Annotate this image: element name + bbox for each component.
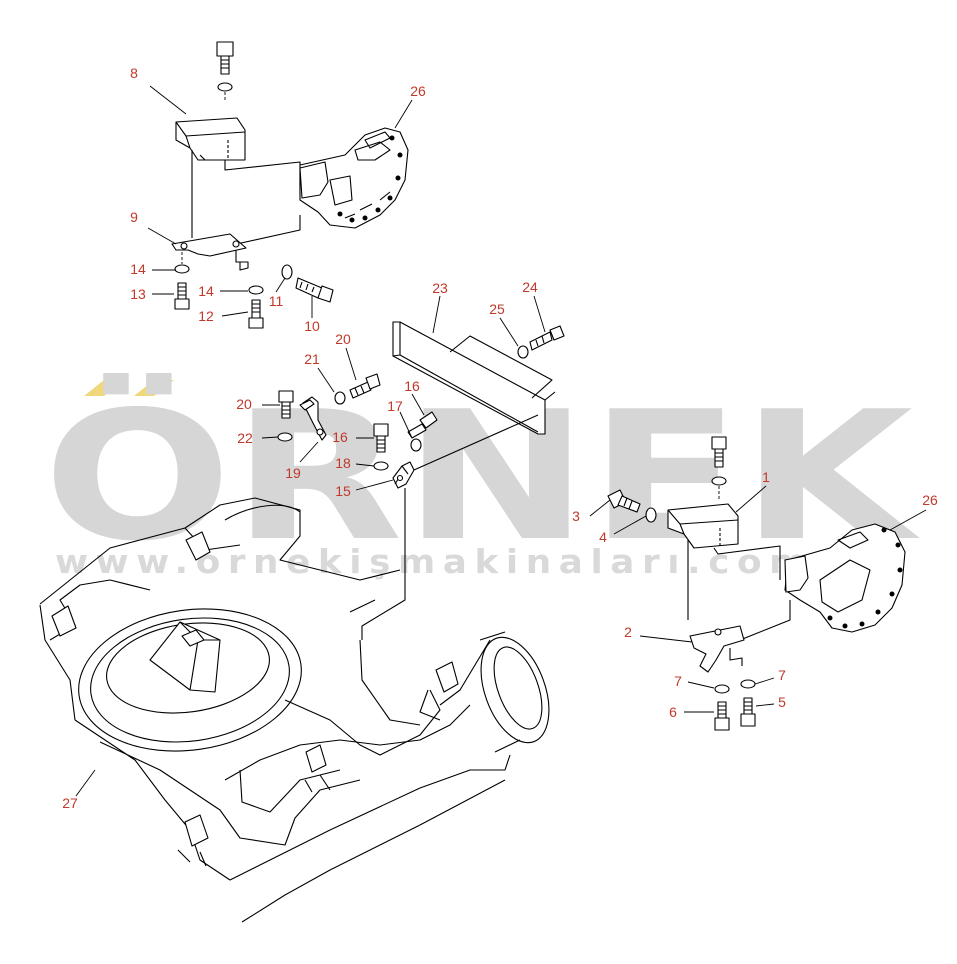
callout-3: 3: [572, 508, 580, 524]
callout-7-right: 7: [778, 667, 786, 683]
callout-21: 21: [304, 351, 320, 367]
center-bracket-assembly: [277, 321, 565, 640]
callout-10: 10: [304, 318, 320, 334]
watermark-accent-right: [134, 380, 174, 396]
bolts-16-17-18: [373, 411, 438, 471]
callout-25: 25: [489, 301, 505, 317]
bolt-part-3: [607, 489, 657, 523]
callout-26-right: 26: [922, 492, 938, 508]
leader-lines: [75, 85, 927, 797]
callout-11: 11: [269, 293, 284, 309]
callout-2: 2: [624, 624, 632, 640]
callout-12: 12: [198, 308, 214, 324]
fasteners-upper: [174, 264, 334, 329]
callout-26-upper: 26: [410, 83, 426, 99]
callout-7-left: 7: [674, 673, 682, 689]
callout-4: 4: [599, 529, 607, 545]
bolt-top-8: [216, 41, 234, 102]
callout-6: 6: [669, 704, 677, 720]
callout-9: 9: [130, 209, 138, 225]
callout-17: 17: [387, 398, 403, 414]
callout-labels: 8 26 9 14 14 13 11 12 10 23 24 25 20 21 …: [62, 65, 938, 811]
callout-15: 15: [335, 483, 351, 499]
callout-8: 8: [130, 65, 138, 81]
housing-part-26-right: [784, 523, 906, 633]
callout-27: 27: [62, 795, 78, 811]
callout-14-right: 14: [198, 283, 214, 299]
callout-23: 23: [432, 280, 448, 296]
bolt-top-1: [711, 436, 727, 500]
callout-24: 24: [522, 279, 538, 295]
cover-part-8: [175, 117, 246, 161]
cover-part-1: [667, 503, 739, 549]
callout-5: 5: [778, 694, 786, 710]
callout-20-upper: 20: [335, 331, 351, 347]
bracket-19: [299, 396, 327, 441]
watermark-accent-left: [84, 380, 124, 396]
plate-part-9: [171, 233, 249, 271]
callout-19: 19: [285, 465, 301, 481]
housing-part-26-upper: [299, 127, 409, 229]
callout-20-lower: 20: [236, 396, 252, 412]
fasteners-right: [714, 679, 756, 731]
callout-16-lower: 16: [332, 429, 348, 445]
callout-18: 18: [335, 455, 351, 471]
upper-cover-assembly: [171, 41, 409, 329]
right-cover-assembly: [607, 436, 906, 731]
callout-16-upper: 16: [404, 378, 420, 394]
bolts-20-21-22: [277, 373, 381, 442]
callout-1: 1: [762, 469, 770, 485]
watermark-url: www.ornekişmakinaları.com.tr: [55, 542, 885, 581]
beam-part-23: [392, 321, 556, 435]
bolt-part-24: [517, 325, 565, 359]
callout-13: 13: [130, 286, 146, 302]
plate-part-2: [689, 625, 745, 673]
callout-14-left: 14: [130, 261, 146, 277]
track-frame-part-27: [39, 497, 550, 923]
callout-22: 22: [237, 430, 253, 446]
